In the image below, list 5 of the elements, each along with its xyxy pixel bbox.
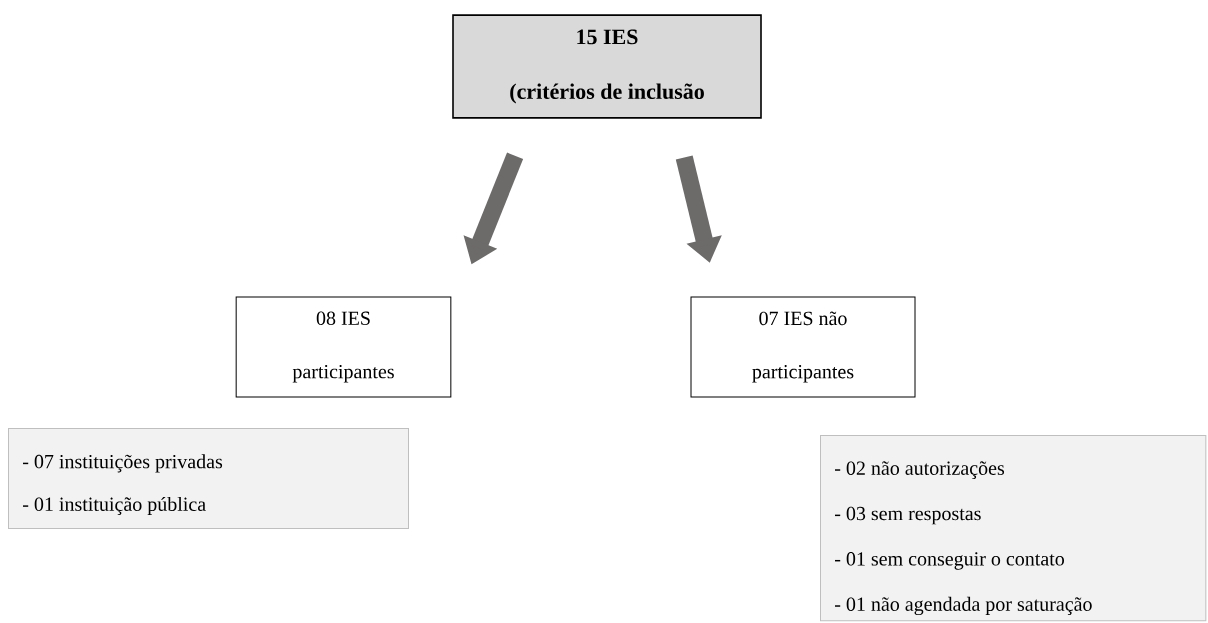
category-box: 07 IES não participantes	[690, 296, 916, 398]
list-panel: - 02 não autorizações - 03 sem respostas - 01 sem conseguir o contato - 01 não agendada por saturação	[820, 435, 1207, 622]
category-box: 08 IES participantes	[235, 296, 452, 398]
list-panel: - 07 instituições privadas - 01 instituição pública	[8, 428, 409, 529]
header-box: 15 IES (critérios de inclusão	[452, 14, 762, 119]
